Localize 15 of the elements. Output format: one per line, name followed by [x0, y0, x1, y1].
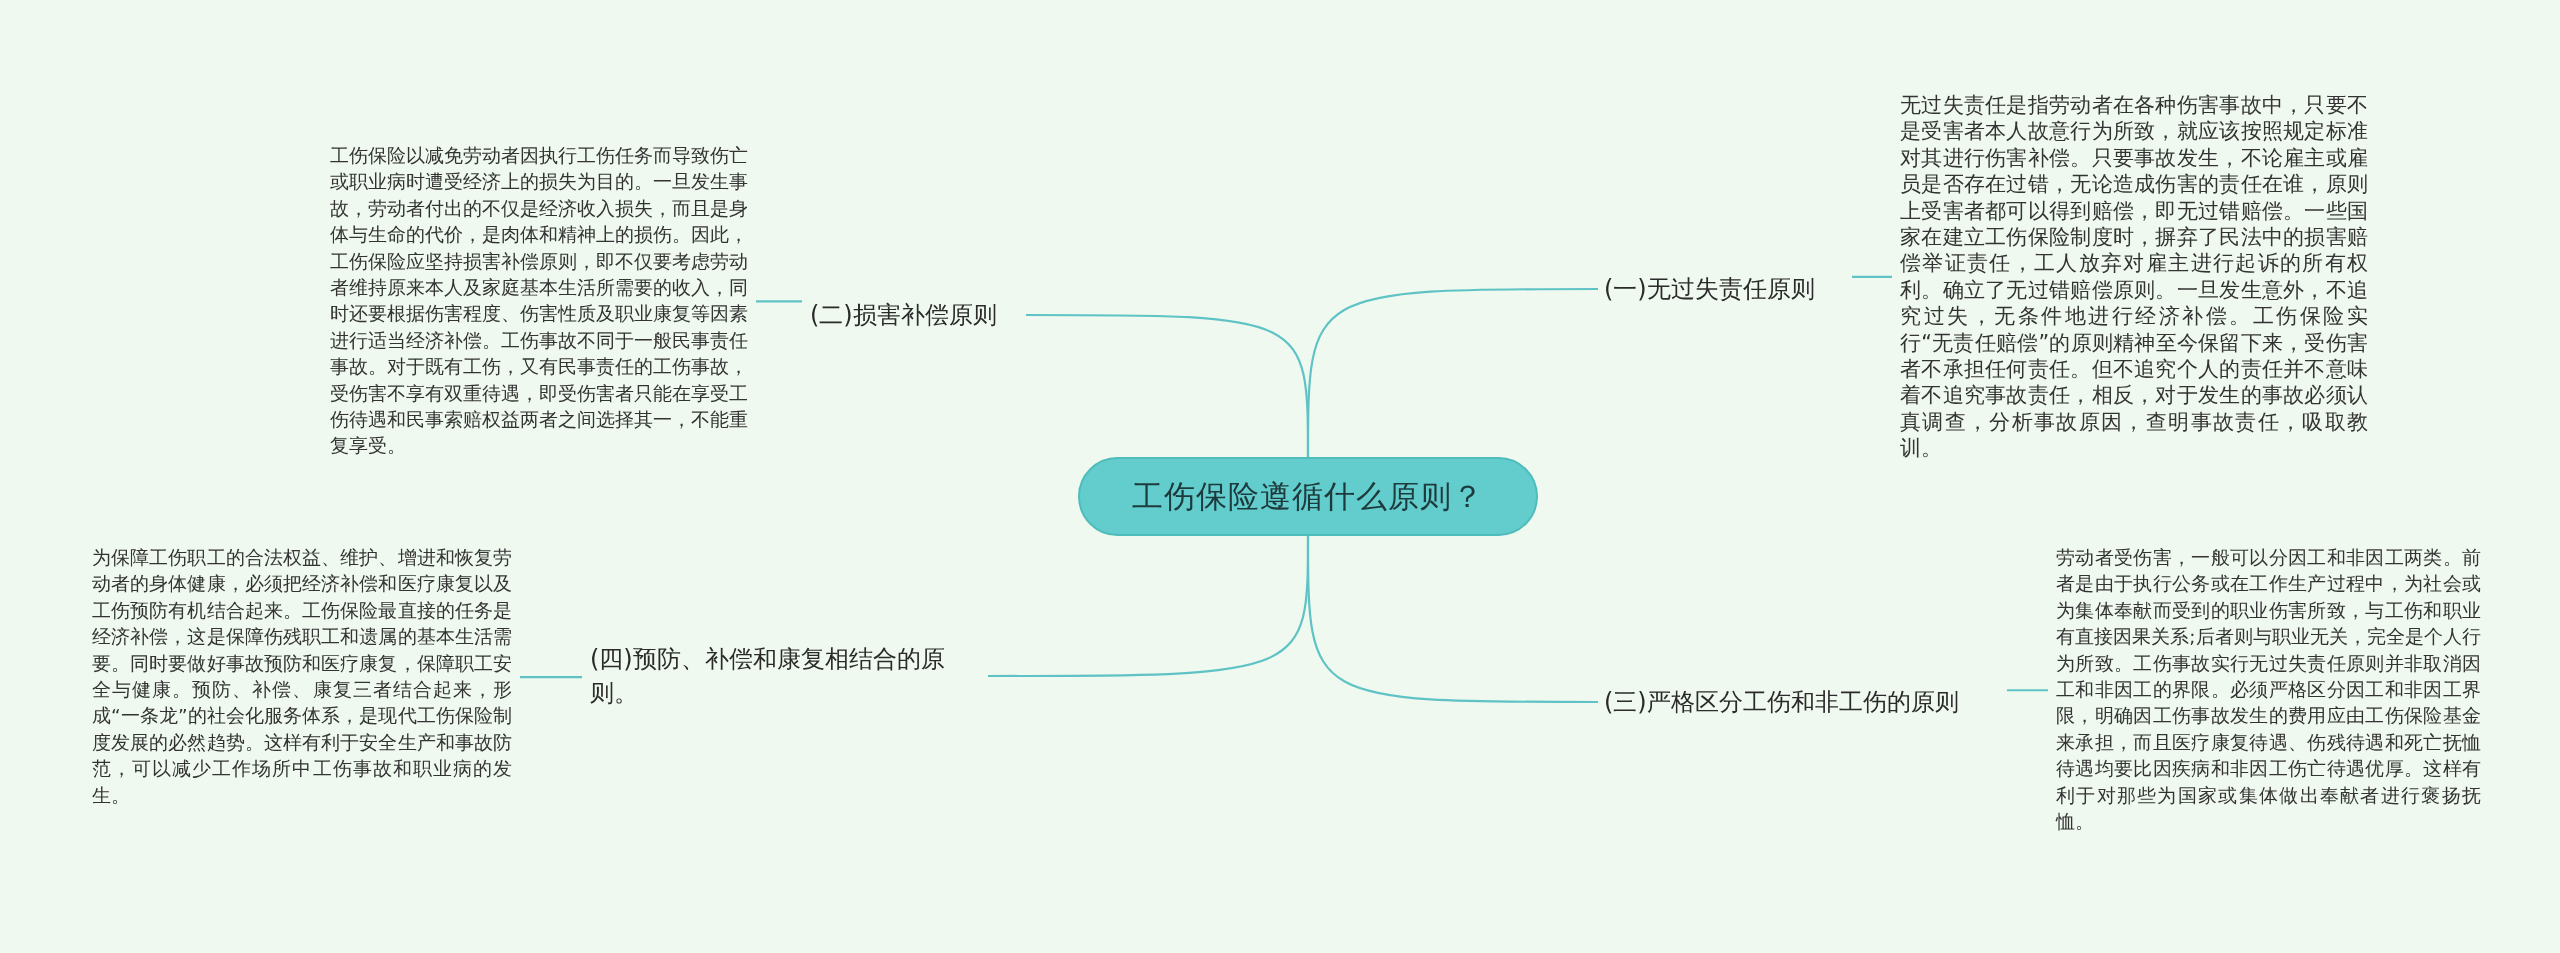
connector-line [756, 300, 802, 303]
branch-topic: (四)预防、补偿和康复相结合的原则。 [590, 642, 982, 710]
connector-line [1852, 275, 1892, 278]
description-text: 为保障工伤职工的合法权益、维护、增进和恢复劳动者的身体健康，必须把经济补偿和医疗康复以及工伤预防有机结合起来。工伤保险最直接的任务是经济补偿，这是保障伤残职工和遗属的基本生活需要。同时要做好事故预防和医疗康复，保障职工安全与健康。预防、补偿、康复三者结合起来，形成“一条龙”的社会化服务体系，是现代工伤保险制度发展的必然趋势。这样有利于安全生产和事故防范，可以减少工作场所中工伤事故和职业病的发生。 [92, 545, 512, 810]
branch-topic: (二)损害补偿原则 [810, 298, 1020, 332]
central-topic: 工伤保险遵循什么原则？ [1078, 457, 1538, 536]
description-text: 无过失责任是指劳动者在各种伤害事故中，只要不是受害者本人故意行为所致，就应该按照规定标准对其进行伤害补偿。只要事故发生，不论雇主或雇员是否存在过错，无论造成伤害的责任在谁，原则上受害者都可以得到赔偿，即无过错赔偿。一些国家在建立工伤保险制度时，摒弃了民法中的损害赔偿举证责任，工人放弃对雇主进行起诉的所有权利。确立了无过错赔偿原则。一旦发生意外，不追究过失，无条件地进行经济补偿。工伤保险实行“无责任赔偿”的原则精神至今保留下来，受伤害者不承担任何责任。但不追究个人的责任并不意味着不追究事故责任，相反，对于发生的事故必须认真调查，分析事故原因，查明事故责任，吸取教训。 [1900, 92, 2368, 462]
connector-line [2007, 689, 2048, 692]
connector-line [1306, 536, 1598, 704]
branch-topic: (三)严格区分工伤和非工伤的原则 [1604, 685, 1999, 719]
description-text: 工伤保险以减免劳动者因执行工伤任务而导致伤亡或职业病时遭受经济上的损失为目的。一旦发生事故，劳动者付出的不仅是经济收入损失，而且是身体与生命的代价，是肉体和精神上的损伤。因此，工伤保险应坚持损害补偿原则，即不仅要考虑劳动者维持原来本人及家庭基本生活所需要的收入，同时还要根据伤害程度、伤害性质及职业康复等因素进行适当经济补偿。工伤事故不同于一般民事责任事故。对于既有工伤，又有民事责任的工伤事故，受伤害不享有双重待遇，即受伤害者只能在享受工伤待遇和民事索赔权益两者之间选择其一，不能重复享受。 [330, 143, 748, 460]
connector-line [1306, 287, 1598, 457]
branch-topic: (一)无过失责任原则 [1604, 272, 1844, 306]
description-text: 劳动者受伤害，一般可以分因工和非因工两类。前者是由于执行公务或在工作生产过程中，为社会或为集体奉献而受到的职业伤害所致，与工伤和职业有直接因果关系;后者则与职业无关，完全是个人行为所致。工伤事故实行无过失责任原则并非取消因工和非因工的界限。必须严格区分因工和非因工界限，明确因工伤事故发生的费用应由工伤保险基金来承担，而且医疗康复待遇、伤残待遇和死亡抚恤待遇均要比因疾病和非因工伤亡待遇优厚。这样有利于对那些为国家或集体做出奉献者进行褒扬抚恤。 [2056, 545, 2481, 836]
connector-line [520, 675, 582, 679]
